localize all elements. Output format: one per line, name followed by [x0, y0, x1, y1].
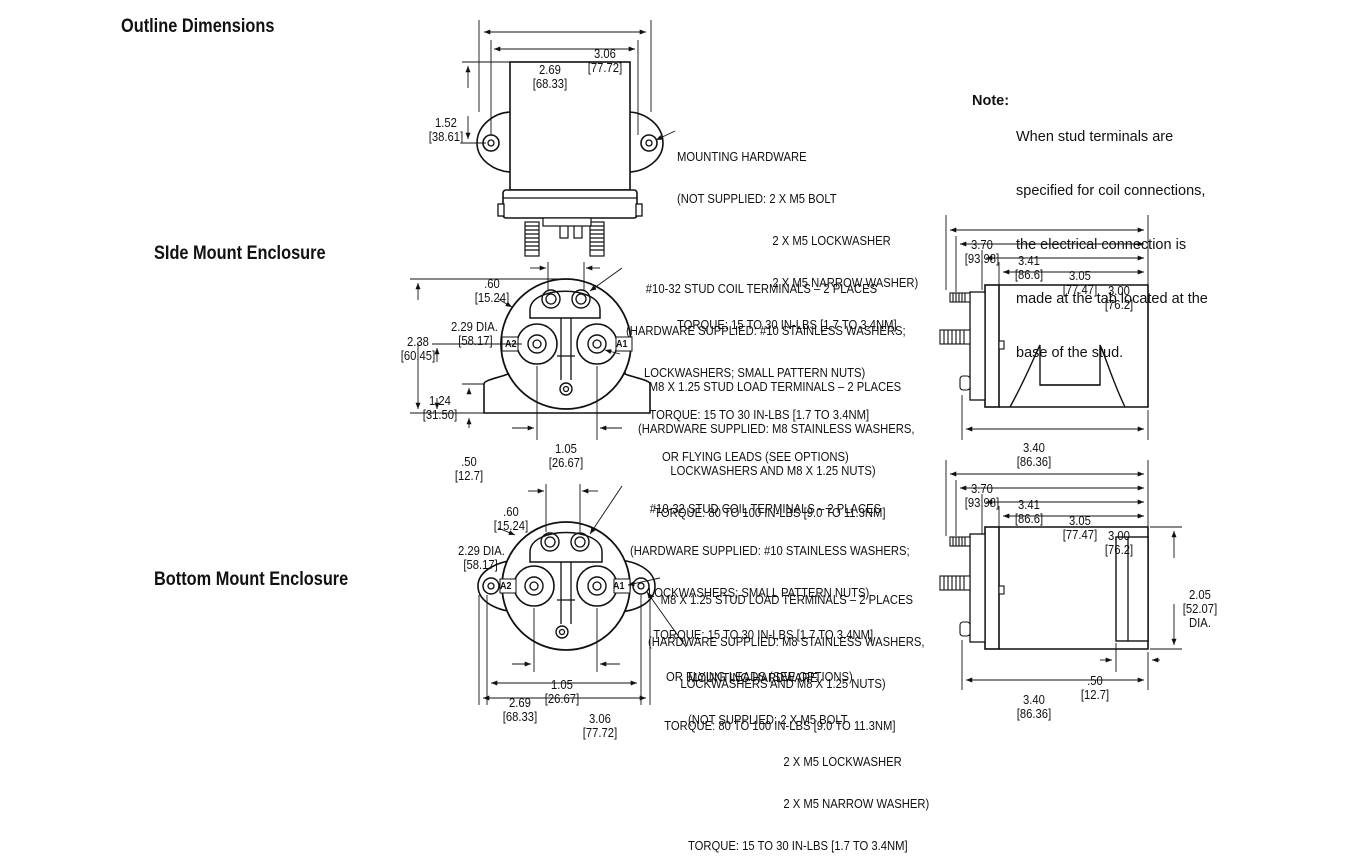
page-title: Outline Dimensions: [121, 16, 275, 37]
note-line: specified for coil connections,: [1016, 183, 1206, 199]
coil-terminals-note-bottom: #10-32 STUD COIL TERMINALS – 2 PLACES (H…: [630, 502, 910, 684]
dim-diameter-bottom: 2.29 DIA.[58.17]: [458, 544, 505, 572]
dim-inner-width-bottom: 2.69[68.33]: [502, 696, 538, 724]
side-mount-profile-view: [939, 284, 1149, 408]
dim-370-side: 3.70[93.98]: [964, 238, 1000, 266]
top-view-dimensions: [462, 20, 676, 144]
dim-overall-width-bottom: 3.06[77.72]: [582, 712, 618, 740]
side-mount-heading: SIde Mount Enclosure: [154, 243, 326, 264]
dim-diameter-side: 2.29 DIA.[58.17]: [451, 320, 498, 348]
note-line: made at the tab located at the: [1016, 291, 1208, 307]
dim-300-bottom: 3.00[76.2]: [1104, 529, 1134, 557]
terminal-label-a2: A2: [505, 339, 517, 350]
dim-370-bottom: 3.70[93.98]: [964, 482, 1000, 510]
bottom-mount-profile-dimensions: [945, 460, 1182, 690]
dim-center-height-side: 1.24[31.50]: [422, 394, 458, 422]
dim-base-side: .50[12.7]: [454, 455, 484, 483]
dim-load-spacing-side: 1.05[26.67]: [548, 442, 584, 470]
dim-341-side: 3.41[86.6]: [1014, 254, 1044, 282]
mounting-hardware-note-top: MOUNTING HARDWARE (NOT SUPPLIED: 2 X M5 …: [677, 150, 919, 332]
dim-inner-width-top: 2.69[68.33]: [532, 63, 568, 91]
dim-coil-spacing-side: .60[15.24]: [474, 277, 510, 305]
top-view-relay: [476, 61, 664, 257]
dim-load-spacing-bottom: 1.05[26.67]: [544, 678, 580, 706]
drawing-canvas: [410, 20, 1182, 705]
load-terminals-note-bottom: M8 X 1.25 STUD LOAD TERMINALS – 2 PLACES…: [648, 593, 925, 733]
dim-205-diameter: 2.05[52.07]DIA.: [1182, 588, 1218, 630]
terminal-label-a2-bottom: A2: [500, 581, 512, 592]
dim-overall-width-top: 3.06[77.72]: [587, 47, 623, 75]
dim-305-bottom: 3.05[77.47]: [1062, 514, 1098, 542]
coil-terminals-note-side: #10-32 STUD COIL TERMINALS – 2 PLACES (H…: [626, 282, 906, 464]
load-terminals-note-side: M8 X 1.25 STUD LOAD TERMINALS – 2 PLACES…: [638, 380, 915, 520]
terminal-label-a1: A1: [616, 339, 628, 350]
bottom-mount-front-dimensions: [478, 484, 687, 705]
side-mount-front-view: [483, 278, 651, 414]
bottom-mount-heading: Bottom Mount Enclosure: [154, 569, 349, 590]
dim-340-side: 3.40[86.36]: [1016, 441, 1052, 469]
dim-height-top: 1.52[38.61]: [428, 116, 464, 144]
dim-341-bottom: 3.41[86.6]: [1014, 498, 1044, 526]
side-mount-front-dimensions: [410, 262, 623, 440]
side-mount-profile-dimensions: [945, 215, 1149, 440]
dim-300-side: 3.00[76.2]: [1104, 284, 1134, 312]
note-line: When stud terminals are: [1016, 129, 1174, 145]
dim-305-side: 3.05[77.47]: [1062, 269, 1098, 297]
dim-050-bottom: .50[12.7]: [1080, 674, 1110, 702]
dim-height-side: 2.38[60.45]: [400, 335, 436, 363]
dim-340-bottom: 3.40[86.36]: [1016, 693, 1052, 721]
terminal-label-a1-bottom: A1: [613, 581, 625, 592]
bottom-mount-profile-view: [939, 526, 1149, 650]
mounting-hardware-note-bottom: MOUNTING HARDWARE (NOT SUPPLIED: 2 X M5 …: [688, 671, 930, 853]
note-label: Note:: [972, 93, 1010, 109]
dim-coil-spacing-bottom: .60[15.24]: [493, 505, 529, 533]
